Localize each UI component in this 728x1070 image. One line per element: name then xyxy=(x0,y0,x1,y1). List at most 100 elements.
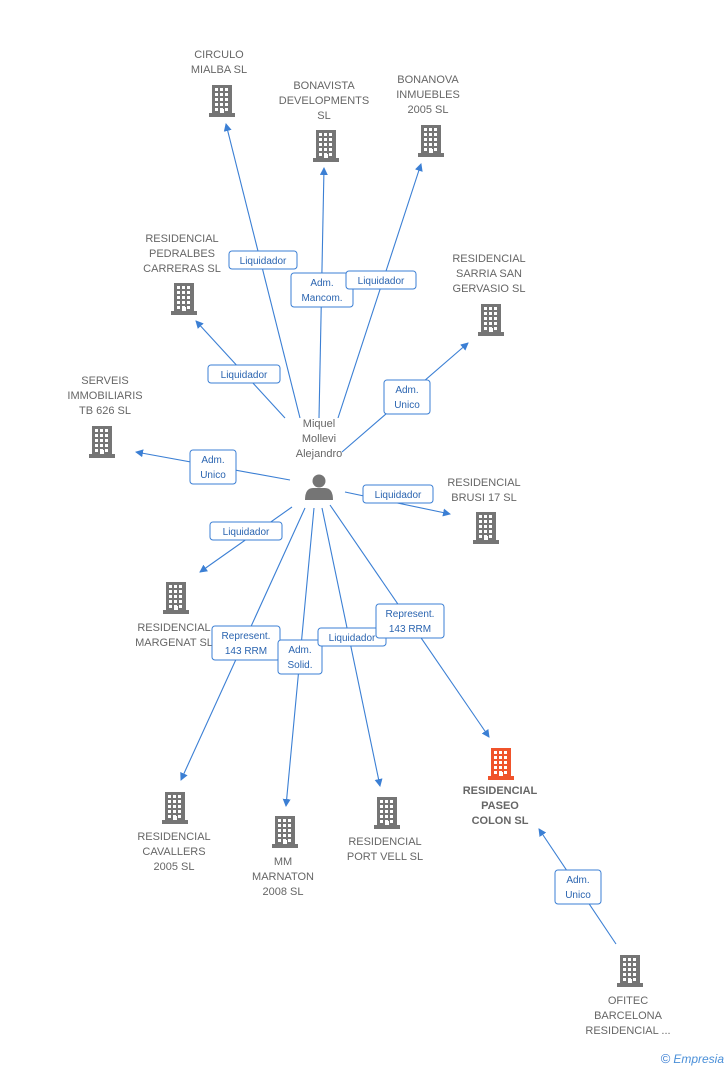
building-icon[interactable] xyxy=(374,797,400,829)
building-icon[interactable] xyxy=(162,792,188,824)
building-icon[interactable] xyxy=(313,130,339,162)
building-icon[interactable] xyxy=(418,125,444,157)
role-label-text: Adm. Mancom. xyxy=(301,278,342,304)
building-icon[interactable] xyxy=(163,582,189,614)
company-name-serveis-line: TB 626 SL xyxy=(79,405,131,417)
edge-person-portvell xyxy=(321,507,383,787)
role-label-text: Adm.Unico xyxy=(565,875,591,901)
company-name-brusi-line: BRUSI 17 SL xyxy=(451,492,516,504)
role-label-text-line: Liquidador xyxy=(375,490,422,501)
company-name-margenat-line: RESIDENCIAL xyxy=(137,622,210,634)
role-label-text-line: Mancom. xyxy=(301,293,342,304)
company-name-paseo-line: RESIDENCIAL xyxy=(463,785,538,797)
role-label-paseo[interactable]: Represent.143 RRM xyxy=(375,603,445,639)
building-icon[interactable] xyxy=(171,283,197,315)
person-icon[interactable] xyxy=(305,474,333,501)
role-label-text-line: Solid. xyxy=(287,660,312,671)
role-label-box[interactable] xyxy=(207,364,281,384)
role-label-box[interactable] xyxy=(290,272,354,308)
role-label-paseo-from-ofitec[interactable]: Adm.Unico xyxy=(554,869,602,905)
role-label-sarria[interactable]: Adm.Unico xyxy=(383,379,431,415)
role-label-text: Liquidador xyxy=(358,276,405,287)
company-name-cavallers-line: RESIDENCIAL xyxy=(137,831,210,843)
role-label-text-line: Liquidador xyxy=(240,256,287,267)
copyright-symbol: © xyxy=(660,1051,671,1066)
company-name-cavallers-line: CAVALLERS xyxy=(142,846,205,858)
company-name-pedralbes-line: CARRERAS SL xyxy=(143,263,221,275)
role-label-text-line: Liquidador xyxy=(223,527,270,538)
company-name-circulo-line: MIALBA SL xyxy=(191,64,247,76)
role-label-cavallers[interactable]: Represent.143 RRM xyxy=(211,625,281,661)
building-icon[interactable] xyxy=(272,816,298,848)
role-label-marnaton[interactable]: Adm. Solid. xyxy=(277,639,323,675)
role-label-text-line: Represent. xyxy=(386,609,435,620)
role-label-box[interactable] xyxy=(345,270,417,290)
role-label-box[interactable] xyxy=(362,484,434,504)
company-name-brusi: RESIDENCIAL BRUSI 17 SL xyxy=(447,477,520,504)
building-icon[interactable] xyxy=(209,85,235,117)
company-name-bonanova-line: 2005 SL xyxy=(408,104,449,116)
company-name-bonanova-line: BONANOVA xyxy=(397,74,459,86)
person-name-line: Mollevi xyxy=(302,433,336,445)
role-label-text-line: Unico xyxy=(200,470,226,481)
role-label-text-line: 143 RRM xyxy=(225,646,267,657)
role-label-text-line: Adm. xyxy=(395,385,418,396)
role-label-box[interactable] xyxy=(383,379,431,415)
role-label-text-line: Liquidador xyxy=(329,633,376,644)
building-icon[interactable] xyxy=(89,426,115,458)
building-icon[interactable] xyxy=(473,512,499,544)
company-name-circulo-line: CIRCULO xyxy=(194,49,244,61)
role-label-brusi[interactable]: Liquidador xyxy=(362,484,434,504)
company-name-bonavista-line: SL xyxy=(317,110,330,122)
company-name-ofitec-line: RESIDENCIAL ... xyxy=(585,1025,670,1037)
role-label-bonanova[interactable]: Liquidador xyxy=(345,270,417,290)
building-icon[interactable] xyxy=(478,304,504,336)
role-label-pedralbes[interactable]: Liquidador xyxy=(207,364,281,384)
role-label-bonavista[interactable]: Adm. Mancom. xyxy=(290,272,354,308)
brand-logo[interactable]: Empresia xyxy=(673,1051,724,1066)
company-name-sarria-line: RESIDENCIAL xyxy=(452,253,525,265)
role-label-text: Liquidador xyxy=(240,256,287,267)
role-label-margenat[interactable]: Liquidador xyxy=(209,521,283,541)
edge-labels-layer: LiquidadorAdm.Mancom.LiquidadorLiquidado… xyxy=(189,250,602,905)
company-name-margenat-line: MARGENAT SL xyxy=(135,637,213,649)
role-label-text-line: Adm. xyxy=(566,875,589,886)
role-label-box[interactable] xyxy=(228,250,298,270)
role-label-text: Liquidador xyxy=(375,490,422,501)
company-name-brusi-line: RESIDENCIAL xyxy=(447,477,520,489)
company-name-pedralbes-line: RESIDENCIAL xyxy=(145,233,218,245)
role-label-box[interactable] xyxy=(277,639,323,675)
company-name-serveis-line: IMMOBILIARIS xyxy=(67,390,142,402)
role-label-box[interactable] xyxy=(209,521,283,541)
role-label-box[interactable] xyxy=(189,449,237,485)
role-label-text: Adm.Unico xyxy=(394,385,420,411)
role-label-text: Adm. Unico xyxy=(200,455,226,481)
company-name-circulo: CIRCULO MIALBA SL xyxy=(191,49,247,76)
company-name-ofitec-line: BARCELONA xyxy=(594,1010,663,1022)
footer-credit: © Empresia xyxy=(661,1051,724,1066)
company-name-bonavista-line: BONAVISTA xyxy=(293,80,355,92)
role-label-text-line: Adm. xyxy=(310,278,333,289)
role-label-text: Liquidador xyxy=(329,633,376,644)
role-label-text-line: Liquidador xyxy=(358,276,405,287)
role-label-box[interactable] xyxy=(375,603,445,639)
role-label-circulo[interactable]: Liquidador xyxy=(228,250,298,270)
role-label-text: Liquidador xyxy=(223,527,270,538)
building-icon-highlight[interactable] xyxy=(488,748,514,780)
role-label-box[interactable] xyxy=(554,869,602,905)
role-label-text: Liquidador xyxy=(221,370,268,381)
company-name-marnaton-line: MM xyxy=(274,856,292,868)
role-label-serveis[interactable]: Adm. Unico xyxy=(189,449,237,485)
role-label-text-line: Adm. xyxy=(288,645,311,656)
role-label-text: Adm. Solid. xyxy=(287,645,312,671)
role-label-text-line: Adm. xyxy=(201,455,224,466)
company-name-ofitec-line: OFITEC xyxy=(608,995,648,1007)
building-icon[interactable] xyxy=(617,955,643,987)
